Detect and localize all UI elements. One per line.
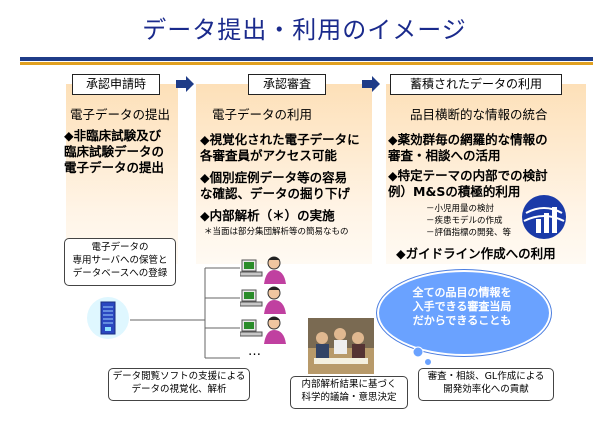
subtitle-integration: 品目横断的な情報の統合 [410, 107, 548, 122]
reviewer-person-icon [240, 256, 286, 284]
arrow-icon [362, 76, 380, 92]
bullet-text: 各審査員がアクセス可能 [200, 148, 337, 163]
arrow-icon [176, 76, 194, 92]
box-line: 電子データの [91, 242, 149, 253]
cloud-callout [377, 270, 551, 356]
header-rule-gold [20, 62, 593, 65]
discussion-box: 内部解析結果に基づく 科学的議論・意思決定 [290, 376, 408, 409]
storage-box: 電子データの 専用サーバへの保管と データベースへの登録 [64, 238, 176, 286]
box-line: 科学的議論・意思決定 [301, 392, 397, 403]
box-line: 専用サーバへの保管と [72, 255, 168, 266]
box-line: データ閲覧ソフトの支援による [112, 371, 246, 382]
cloud-text: 全ての品目の情報を 入手できる審査当局 だからできることも [377, 286, 547, 328]
subtitle-submission: 電子データの提出 [70, 107, 171, 122]
box-line: データベースへの登録 [72, 268, 168, 279]
efficiency-box: 審査・相談、GL作成による 開発効率化への貢献 [418, 368, 554, 401]
server-icon [87, 297, 129, 339]
bullet-text: ◆ガイドライン作成への利用 [396, 246, 556, 261]
cloud-tail [412, 346, 432, 366]
bullet-text: ◆薬効群毎の網羅的な情報の [388, 132, 548, 147]
bullet-text: ◆特定テーマの内部での検討 [388, 168, 548, 183]
bullet-text: 例）M&Sの積極的利用 [388, 184, 521, 199]
tab-approval-application: 承認申請時 [72, 74, 160, 95]
box-line: 審査・相談、GL作成による [427, 371, 545, 382]
footnote: ＊当面は部分集団解析等の簡易なもの [204, 227, 349, 237]
tab-accumulated-data: 蓄積されたデータの利用 [390, 74, 562, 95]
cloud-line: だからできることも [412, 314, 512, 327]
bullet-text: 審査・相談への活用 [388, 148, 501, 163]
bullet-text: ◆内部解析（＊）の実施 [200, 208, 335, 223]
bullet-text: ◆非臨床試験及び [64, 128, 162, 143]
cloud-line: 入手できる審査当局 [412, 300, 512, 313]
reviewer-person-icon [240, 316, 286, 344]
bullet-text: 電子データの提出 [64, 160, 165, 175]
page-title: データ提出・利用のイメージ [142, 16, 467, 44]
ellipsis: … [248, 344, 261, 359]
bullet-text: ◆個別症例データ等の容易 [200, 170, 348, 185]
box-line: データの視覚化、解析 [131, 384, 227, 395]
sub-item: －小児用量の検討 [426, 204, 495, 214]
sub-item: －疾患モデルの作成 [426, 216, 503, 226]
panel-approval-review [196, 84, 372, 264]
cloud-line: 全ての品目の情報を [412, 286, 512, 299]
bullet-text: な確認、データの掘り下げ [200, 186, 351, 201]
viewer-box: データ閲覧ソフトの支援による データの視覚化、解析 [108, 368, 250, 401]
globe-chart-icon [522, 195, 566, 239]
box-line: 内部解析結果に基づく [301, 379, 397, 390]
bullet-text: ◆視覚化された電子データに [200, 132, 360, 147]
meeting-photo [308, 318, 374, 374]
sub-item: －評価指標の開発、等 [426, 228, 512, 238]
panel-approval-application [66, 84, 178, 264]
reviewer-person-icon [240, 286, 286, 314]
tab-approval-review: 承認審査 [248, 74, 326, 95]
subtitle-usage: 電子データの利用 [212, 107, 313, 122]
header-rule-blue [20, 57, 593, 61]
box-line: 開発効率化への貢献 [443, 384, 529, 395]
bullet-text: 臨床試験データの [64, 144, 165, 159]
